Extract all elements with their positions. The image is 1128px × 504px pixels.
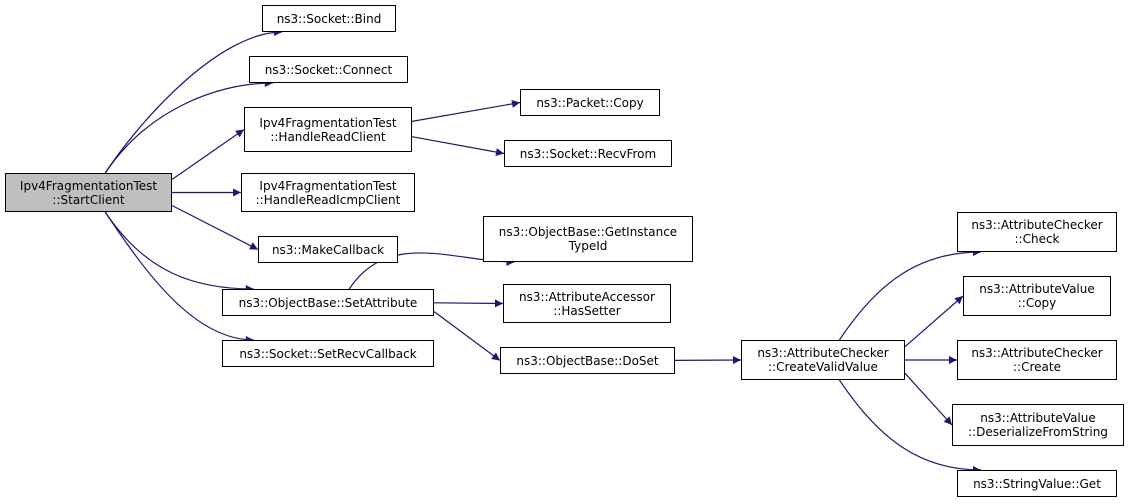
node-label-line: ns3::AttributeValue — [980, 411, 1096, 425]
node-bind[interactable]: ns3::Socket::Bind — [262, 5, 396, 32]
node-label-line: ns3::ObjectBase::DoSet — [516, 353, 659, 368]
edge-start-to-setrecv — [104, 211, 254, 344]
node-label-line: ::HandleReadClient — [270, 129, 386, 144]
node-label-line: ns3::Socket::Bind — [276, 11, 382, 26]
node-label-line: Ipv4FragmentationTest — [259, 115, 397, 130]
node-pcopy[interactable]: ns3::Packet::Copy — [520, 89, 660, 116]
edge-cvv-to-avcopy — [904, 295, 964, 348]
edge-cvv-to-sget — [838, 379, 982, 474]
edge-hrc-to-pcopy — [411, 99, 521, 122]
node-check[interactable]: ns3::AttributeChecker::Check — [957, 212, 1117, 252]
node-label-line: ns3::AttributeAccessor — [519, 289, 655, 304]
node-label-line: ns3::AttributeChecker — [971, 346, 1103, 360]
node-label-line: ns3::Socket::SetRecvCallback — [239, 346, 417, 361]
node-setrecv[interactable]: ns3::Socket::SetRecvCallback — [222, 340, 434, 367]
node-label-line: ns3::MakeCallback — [271, 242, 385, 257]
node-label-line: ns3::AttributeValue — [979, 282, 1095, 296]
edge-start-to-mkcb — [171, 204, 259, 251]
edge-start-to-setattr — [104, 211, 254, 293]
edge-start-to-hrc — [171, 129, 245, 180]
node-accreate[interactable]: ns3::AttributeChecker::Create — [957, 340, 1117, 380]
node-label-line: ::Copy — [1017, 296, 1057, 310]
edge-setattr-to-doset — [433, 311, 501, 361]
node-label-line: ::HandleReadIcmpClient — [255, 192, 401, 207]
node-label-line: ::Check — [1014, 232, 1060, 246]
node-label-line: ::DeserializeFromString — [968, 425, 1108, 439]
edge-setattr-to-hassetter — [433, 299, 504, 308]
node-label-line: Ipv4FragmentationTest — [259, 178, 397, 193]
node-label-line: ns3::ObjectBase::SetAttribute — [238, 295, 418, 310]
node-hrc[interactable]: Ipv4FragmentationTest::HandleReadClient — [244, 107, 412, 152]
node-cvv[interactable]: ns3::AttributeChecker::CreateValidValue — [741, 340, 905, 380]
node-setattr[interactable]: ns3::ObjectBase::SetAttribute — [222, 289, 434, 316]
edge-hrc-to-recvfrom — [411, 136, 505, 156]
edge-start-to-bind — [104, 28, 283, 174]
node-doset[interactable]: ns3::ObjectBase::DoSet — [500, 347, 675, 374]
node-label-line: ns3::AttributeChecker — [757, 346, 889, 360]
edge-cvv-to-check — [838, 248, 982, 341]
node-hassetter[interactable]: ns3::AttributeAccessor::HasSetter — [503, 284, 671, 323]
node-label-line: ns3::AttributeChecker — [971, 218, 1103, 232]
edge-cvv-to-deser — [904, 372, 953, 426]
node-start: Ipv4FragmentationTest::StartClient — [5, 173, 172, 212]
node-label-line: ::StartClient — [52, 192, 125, 207]
node-sget[interactable]: ns3::StringValue::Get — [957, 470, 1117, 497]
node-label-line: ::CreateValidValue — [768, 360, 878, 374]
node-label-line: ns3::Socket::RecvFrom — [519, 146, 657, 161]
node-label-line: ns3::Socket::Connect — [264, 62, 393, 77]
node-label-line: Ipv4FragmentationTest — [19, 178, 158, 193]
node-deser[interactable]: ns3::AttributeValue::DeserializeFromStri… — [952, 404, 1124, 446]
node-mkcb[interactable]: ns3::MakeCallback — [258, 236, 398, 263]
node-label-line: ns3::StringValue::Get — [973, 476, 1101, 491]
node-label-line: TypeId — [568, 239, 608, 253]
node-avcopy[interactable]: ns3::AttributeValue::Copy — [963, 276, 1111, 316]
edge-start-to-connect — [104, 79, 273, 174]
node-label-line: ::HasSetter — [553, 303, 621, 318]
node-label-line: ::Create — [1013, 360, 1061, 374]
node-label-line: ns3::ObjectBase::GetInstance — [498, 225, 678, 239]
node-connect[interactable]: ns3::Socket::Connect — [249, 56, 408, 83]
node-label-line: ns3::Packet::Copy — [536, 95, 644, 110]
node-hric[interactable]: Ipv4FragmentationTest::HandleReadIcmpCli… — [241, 173, 415, 212]
node-recvfrom[interactable]: ns3::Socket::RecvFrom — [504, 140, 672, 167]
